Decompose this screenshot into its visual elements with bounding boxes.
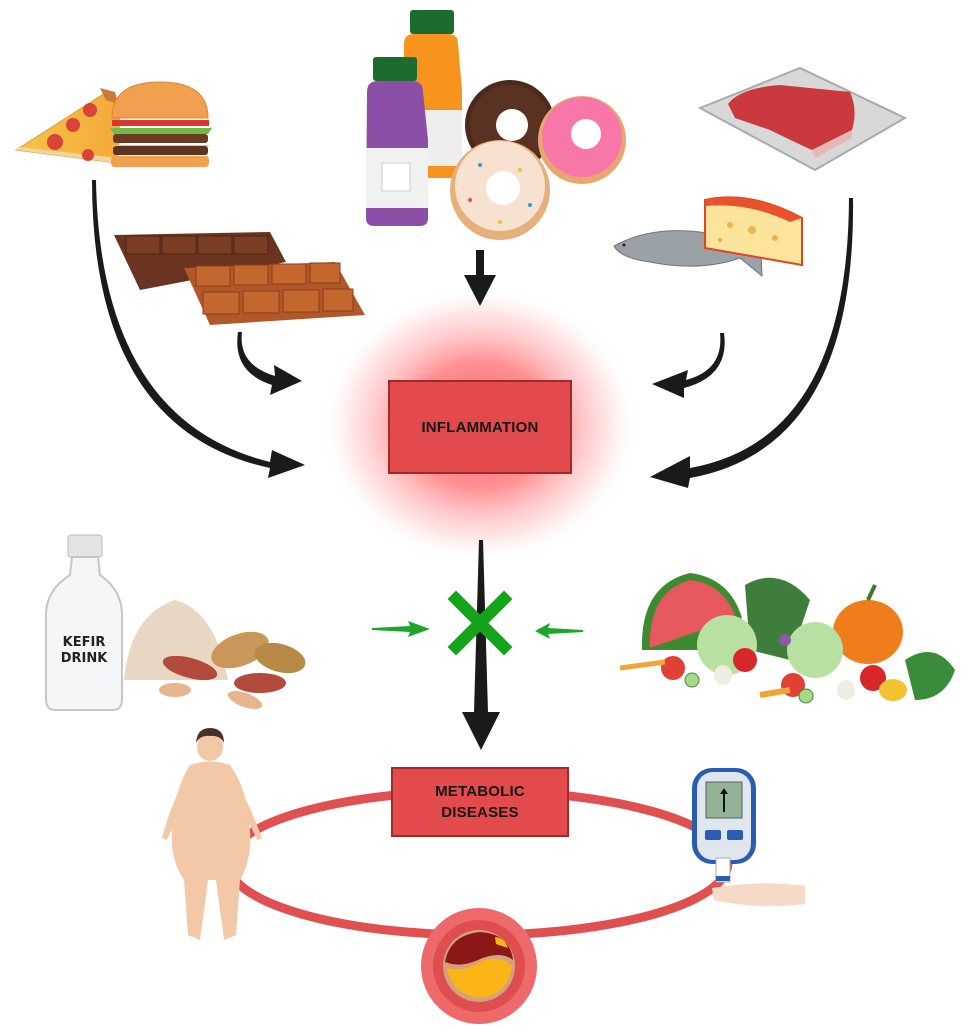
inhibition-arrows xyxy=(372,621,583,639)
arrows-pro-inflammatory xyxy=(92,180,854,750)
metabolic-diseases-label: METABOLIC DISEASES xyxy=(435,781,525,823)
pink-donut-icon xyxy=(538,96,626,184)
peanuts-icon xyxy=(159,631,306,710)
inhibit-arrow-left xyxy=(372,621,430,637)
inhibition-x-icon xyxy=(447,590,513,656)
glucose-meter-icon xyxy=(692,768,805,907)
chocolate-bar-icon xyxy=(114,232,365,325)
bottom-down-arrow xyxy=(462,540,500,750)
artery-plaque-icon xyxy=(421,908,537,1024)
kefir-label-line2: DRINK xyxy=(61,651,109,666)
vanilla-donut-icon xyxy=(450,140,550,240)
hamburger-icon xyxy=(110,81,212,167)
inflammation-label: INFLAMMATION xyxy=(421,418,539,436)
metabolic-label-line2: DISEASES xyxy=(441,804,519,821)
metabolic-diseases-node: METABOLIC DISEASES xyxy=(391,767,569,837)
top-down-arrow xyxy=(464,250,496,306)
long-left-arrow xyxy=(92,180,305,478)
pizza-icon xyxy=(14,88,121,164)
cheese-icon xyxy=(704,196,803,267)
metabolic-label-line1: METABOLIC xyxy=(435,783,525,800)
short-left-arrow xyxy=(237,332,302,395)
short-right-arrow xyxy=(652,333,725,398)
kefir-bottle-icon: KEFIR DRINK xyxy=(45,534,123,711)
kefir-label-line1: KEFIR xyxy=(63,635,106,650)
fruits-vegetables-icon xyxy=(619,573,955,704)
red-meat-icon xyxy=(697,66,908,172)
inhibit-arrow-right xyxy=(535,623,583,639)
purple-bottle-icon xyxy=(366,57,428,226)
obese-person-icon xyxy=(162,728,262,940)
inflammation-node: INFLAMMATION xyxy=(388,380,572,474)
oats-icon xyxy=(124,600,228,680)
